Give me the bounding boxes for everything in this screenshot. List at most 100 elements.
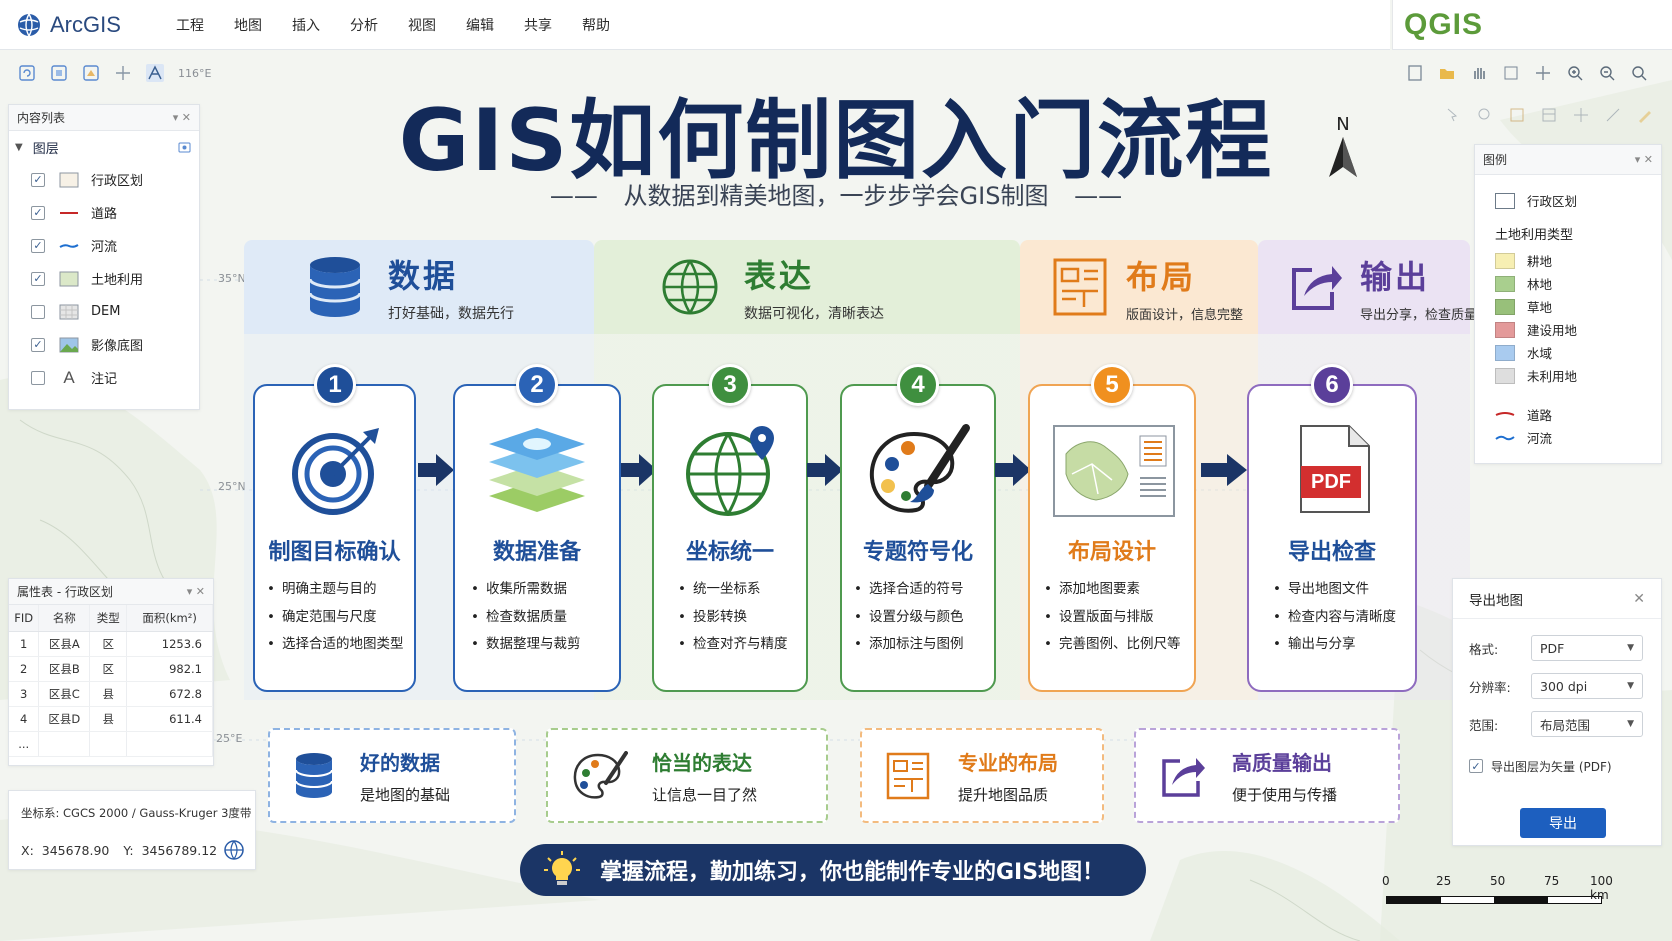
attr-close-icon[interactable]: ▾ ✕ xyxy=(186,585,205,598)
format-select[interactable]: PDF▼ xyxy=(1531,635,1643,661)
res-value: 300 dpi xyxy=(1540,678,1588,694)
legend-label: 行政区划 xyxy=(1527,194,1578,209)
menu-share[interactable]: 共享 xyxy=(524,17,552,34)
toc-group[interactable]: ▼ 图层 xyxy=(9,131,199,163)
arcgis-logo[interactable]: ArcGIS xyxy=(16,12,146,38)
layer-checkbox[interactable] xyxy=(31,304,45,319)
lon-label: 116°E xyxy=(178,66,212,80)
toc-layer-row[interactable]: ✓影像底图 xyxy=(9,328,199,361)
pan-hand-icon[interactable] xyxy=(1470,64,1488,82)
layer-checkbox[interactable]: ✓ xyxy=(31,238,45,253)
range-value: 布局范围 xyxy=(1540,717,1591,733)
step-title-2: 数据准备 xyxy=(492,540,581,565)
zoom-extent-icon[interactable] xyxy=(50,64,68,82)
layer-checkbox[interactable]: ✓ xyxy=(31,172,45,187)
chevron-down-icon[interactable]: ▼ xyxy=(15,141,23,153)
tip-good-data: 好的数据 是地图的基础 xyxy=(268,728,516,823)
scale-tick-label: 25 xyxy=(1436,874,1452,888)
toc-title: 内容列表 xyxy=(17,111,66,125)
layer-checkbox[interactable]: ✓ xyxy=(31,205,45,220)
layer-add-icon[interactable] xyxy=(82,64,100,82)
menu-analysis[interactable]: 分析 xyxy=(350,17,378,34)
step-card-3[interactable]: 3 坐标统一 统一坐标系 投影转换 检查对齐与精度 xyxy=(652,364,808,692)
step-list-1: 明确主题与目的 确定范围与尺度 选择合适的地图类型 xyxy=(267,576,404,659)
select-tool-icon[interactable] xyxy=(146,64,164,82)
tip-sub-3: 提升地图品质 xyxy=(958,785,1049,804)
step-list-3: 统一坐标系 投影转换 检查对齐与精度 xyxy=(678,576,788,659)
range-select[interactable]: 布局范围▼ xyxy=(1531,711,1643,737)
status-panel: 坐标系: CGCS 2000 / Gauss-Kruger 3度带 X: 345… xyxy=(8,790,256,870)
step-4-item: 设置分级与颜色 xyxy=(854,604,964,632)
export-button[interactable]: 导出 xyxy=(1520,808,1606,838)
menu-help[interactable]: 帮助 xyxy=(582,17,610,34)
pencil-icon[interactable] xyxy=(1636,106,1654,124)
select-icon[interactable] xyxy=(1444,106,1462,124)
range-label: 范围: xyxy=(1469,717,1499,733)
layer-label: 行政区划 xyxy=(91,174,144,189)
column-header[interactable]: FID xyxy=(9,605,40,632)
step-card-4[interactable]: 4 专题符号化 选择合适的符号 设置分级与颜色 添加标注与图例 xyxy=(840,364,996,692)
layer-checkbox[interactable] xyxy=(31,370,45,385)
zoom-in-icon[interactable] xyxy=(1566,64,1584,82)
layer-symbol-icon xyxy=(59,172,79,187)
export-close-icon[interactable]: ✕ xyxy=(1633,590,1645,607)
column-header[interactable]: 类型 xyxy=(89,605,128,632)
vector-checkbox[interactable]: ✓ xyxy=(1469,759,1483,773)
globe-pin-icon xyxy=(686,426,774,516)
layer-checkbox[interactable]: ✓ xyxy=(31,271,45,286)
toc-layer-row[interactable]: ✓河流 xyxy=(9,229,199,262)
step-card-2[interactable]: 2 数据准备 收集所需数据 检查数据质量 数据整理与裁剪 xyxy=(453,364,621,692)
flow-arrow-icon xyxy=(1201,454,1247,486)
crs-globe-icon[interactable] xyxy=(223,839,245,861)
toc-layer-row[interactable]: ✓道路 xyxy=(9,196,199,229)
column-header[interactable]: 名称 xyxy=(38,605,91,632)
identify-icon[interactable] xyxy=(1476,106,1494,124)
layer-checkbox[interactable]: ✓ xyxy=(31,337,45,352)
folder-icon[interactable] xyxy=(1438,64,1456,82)
menu-map[interactable]: 地图 xyxy=(234,17,262,34)
menu-project[interactable]: 工程 xyxy=(176,17,204,34)
toc-layer-row[interactable]: ✓土地利用 xyxy=(9,262,199,295)
step-title-5: 布局设计 xyxy=(1067,540,1156,565)
toc-layer-row[interactable]: ✓ 行政区划 xyxy=(9,163,199,196)
table-cell: 区县C xyxy=(38,681,91,707)
step-card-6[interactable]: 6 PDF 导出检查 导出地图文件 检查内容与清晰度 输出与分享 xyxy=(1247,364,1417,692)
menu-edit[interactable]: 编辑 xyxy=(466,17,494,34)
legend-swatch xyxy=(1495,367,1515,384)
new-doc-icon[interactable] xyxy=(1406,64,1424,82)
layer-options-icon[interactable] xyxy=(178,141,191,154)
tip-sub-1: 是地图的基础 xyxy=(360,785,451,804)
column-header[interactable]: 面积(km²) xyxy=(126,605,213,632)
measure-icon[interactable] xyxy=(1502,64,1520,82)
toc-close-icon[interactable]: ▾ ✕ xyxy=(172,111,191,124)
step-card-5[interactable]: 5 布局设计 添加地图要素 设置版面与排版 完善图例、比例尺等 xyxy=(1028,364,1196,692)
stage-expression: 表达 数据可视化，清晰表达 xyxy=(660,240,884,334)
step-2-item: 检查数据质量 xyxy=(471,604,580,632)
move-icon[interactable] xyxy=(1534,64,1552,82)
refresh-icon[interactable] xyxy=(18,64,36,82)
table-icon[interactable] xyxy=(1540,106,1558,124)
flow-arrow-icon xyxy=(621,454,657,486)
zoom-out-icon[interactable] xyxy=(1598,64,1616,82)
legend-close-icon[interactable]: ▾ ✕ xyxy=(1634,153,1653,166)
resolution-select[interactable]: 300 dpi▼ xyxy=(1531,673,1643,699)
step-card-1[interactable]: 1 制图目标确认 明确主题与目的 确定范围与尺度 选择合适的地图类型 xyxy=(253,364,416,692)
page-title: GIS如何制图入门流程 xyxy=(398,91,1274,191)
tip-title-2: 恰当的表达 xyxy=(652,750,752,775)
snap-icon[interactable] xyxy=(1572,106,1590,124)
edit-icon[interactable] xyxy=(1508,106,1526,124)
zoom-full-icon[interactable] xyxy=(1630,64,1648,82)
node-icon[interactable] xyxy=(1604,106,1622,124)
table-cell: 区县D xyxy=(38,706,91,732)
menu-insert[interactable]: 插入 xyxy=(292,17,320,34)
crosshair-icon[interactable] xyxy=(114,64,132,82)
qgis-header xyxy=(1392,0,1672,50)
layout-icon xyxy=(1053,258,1107,316)
menu-view[interactable]: 视图 xyxy=(408,17,436,34)
toc-layer-row[interactable]: DEM xyxy=(9,295,199,328)
